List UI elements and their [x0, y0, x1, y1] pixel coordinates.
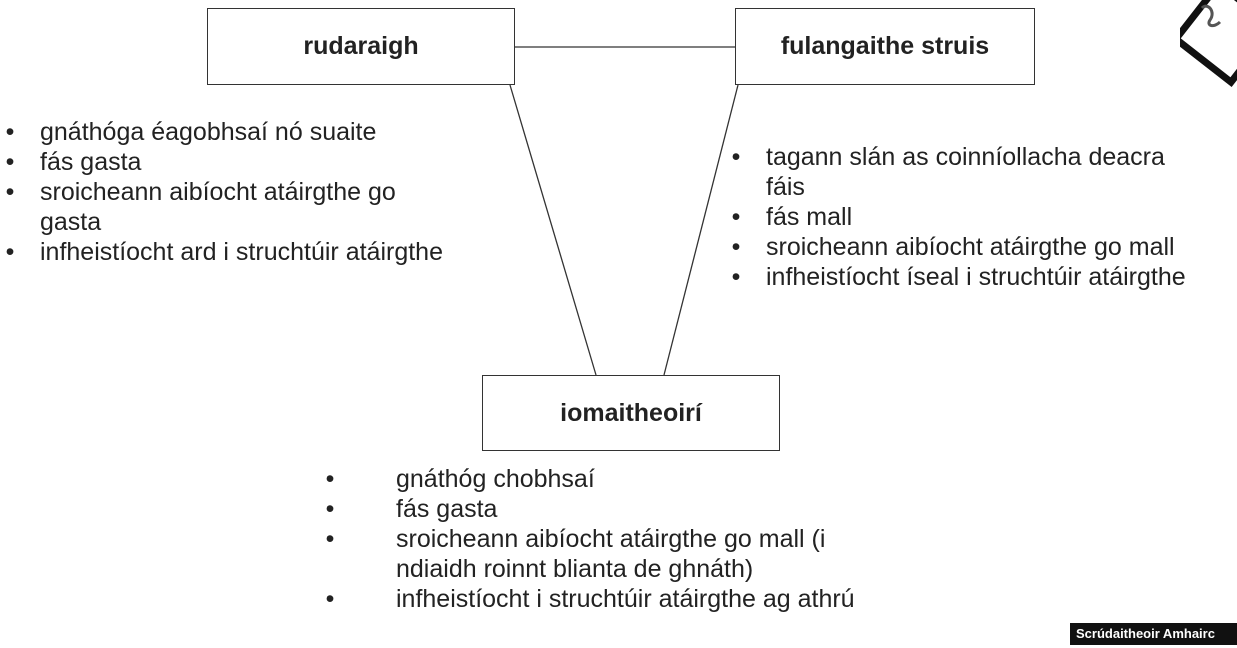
bullet-icon: •	[731, 263, 741, 291]
trait-text: gnáthóga éagobhsaí nó suaite	[40, 118, 377, 146]
node-box-r: rudaraigh	[207, 8, 515, 85]
bullet-icon: •	[325, 495, 335, 523]
trait-list-r: • gnáthóga éagobhsaí nó suaite • fás gasta…	[0, 117, 520, 267]
trait-item: • infheistíocht ard i struchtúir atáirgth…	[0, 237, 460, 267]
trait-list-k: • tagann slán as coinníollacha deacra fái…	[726, 142, 1236, 292]
bullet-icon: •	[325, 525, 335, 553]
bullet-icon: •	[5, 178, 15, 206]
trait-item: • sroicheann aibíocht atáirgthe go mall	[726, 232, 1237, 262]
bullet-icon: •	[5, 118, 15, 146]
trait-text: sroicheann aibíocht atáirgthe go mall	[766, 233, 1175, 261]
trait-item: • infheistíocht i struchtúir atáirgthe ag…	[320, 584, 920, 614]
trait-item: • sroicheann aibíocht atáirgthe go mall (…	[320, 524, 896, 584]
node-label-k: fulangaithe struis	[780, 32, 990, 60]
node-label-r: rudaraigh	[303, 32, 419, 60]
trait-item: • fás gasta	[0, 147, 520, 177]
bullet-icon: •	[731, 233, 741, 261]
bullet-icon: •	[325, 585, 335, 613]
trait-item: • fás mall	[726, 202, 1236, 232]
trait-item: • tagann slán as coinníollacha deacra fái…	[726, 142, 1166, 202]
trait-text: infheistíocht ard i struchtúir atáirgthe	[40, 238, 443, 266]
trait-text: infheistíocht i struchtúir atáirgthe ag …	[396, 585, 855, 613]
trait-text: sroicheann aibíocht atáirgthe go mall (i…	[396, 525, 826, 583]
trait-text: tagann slán as coinníollacha deacra fáis	[766, 143, 1165, 201]
node-box-c: iomaitheoirí	[482, 375, 780, 451]
bullet-icon: •	[5, 148, 15, 176]
edge-r-c	[509, 84, 597, 376]
trait-item: • gnáthóg chobhsaí	[320, 464, 920, 494]
examiner-stamp: Scrúdaitheoir Amhairc	[1070, 623, 1237, 645]
trait-text: infheistíocht íseal i struchtúir atáirgt…	[766, 263, 1186, 291]
bullet-icon: •	[325, 465, 335, 493]
trait-text: fás gasta	[396, 495, 498, 523]
trait-text: sroicheann aibíocht atáirgthe go gasta	[40, 178, 396, 236]
trait-item: • fás gasta	[320, 494, 920, 524]
trait-text: gnáthóg chobhsaí	[396, 465, 595, 493]
node-box-k: fulangaithe struis	[735, 8, 1035, 85]
trait-text: fás gasta	[40, 148, 142, 176]
bullet-icon: •	[731, 143, 741, 171]
trait-item: • gnáthóga éagobhsaí nó suaite	[0, 117, 520, 147]
trait-text: fás mall	[766, 203, 853, 231]
trait-list-c: • gnáthóg chobhsaí • fás gasta • sroicheann…	[320, 464, 920, 614]
trait-item: • sroicheann aibíocht atáirgthe go gasta	[0, 177, 460, 237]
bullet-icon: •	[5, 238, 15, 266]
trait-item: • infheistíocht íseal i struchtúir atáirg…	[726, 262, 1216, 292]
seal-logo-icon	[1180, 0, 1237, 88]
edge-k-c	[663, 84, 739, 376]
node-label-c: iomaitheoirí	[560, 398, 702, 427]
bullet-icon: •	[731, 203, 741, 231]
